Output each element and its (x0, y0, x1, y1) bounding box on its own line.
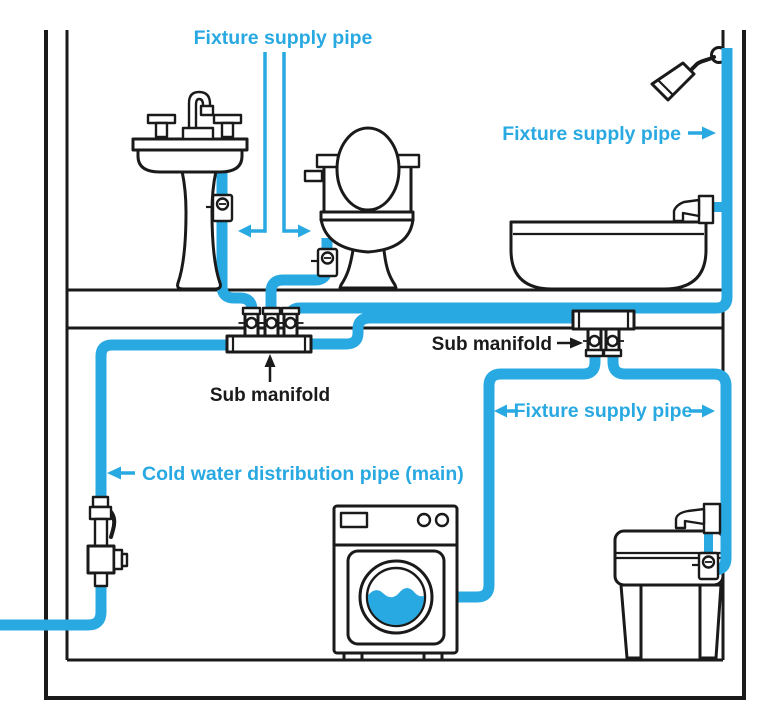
label-fixture-supply-laundry: Fixture supply pipe (514, 400, 693, 422)
pedestal-sink (131, 90, 249, 291)
valve-upper (88, 505, 113, 521)
sink-faucet-base (181, 126, 215, 141)
sub-manifold-1 (225, 306, 313, 354)
main-shutoff-valve (86, 495, 129, 588)
label-fixture-supply-shower: Fixture supply pipe (502, 123, 681, 145)
sink-handle-left-stem (154, 121, 169, 139)
label-cold-water-main: Cold water distribution pipe (main) (142, 463, 464, 485)
toilet-base (338, 248, 398, 290)
labels: Fixture supply pipe Fixture supply pipe … (107, 27, 716, 485)
laundry-supply-pipe (607, 345, 732, 576)
washer-knob-1 (416, 512, 432, 528)
toilet (303, 126, 421, 290)
label-sub-manifold-2: Sub manifold (432, 334, 552, 355)
arrowhead-top-right (298, 224, 311, 238)
laundry-faucet-assembly (674, 502, 722, 581)
laundry-leg-left (619, 583, 643, 660)
toilet-flush-handle (303, 169, 324, 183)
valve-bottom-stub (93, 571, 109, 588)
manifold1-body (225, 334, 313, 354)
shower-arm (687, 55, 716, 74)
shower-head (650, 61, 696, 102)
sink-handle-right-stem (220, 121, 235, 139)
leader-top-left (251, 52, 267, 233)
sink-faucet-tip (199, 104, 215, 117)
arrowhead-manifold-1 (264, 354, 276, 367)
manifold2-port-valves (583, 334, 624, 348)
cold-water-main-pipe (0, 339, 250, 631)
arrowhead-laundry-left (494, 404, 507, 418)
shower-face-line (656, 78, 674, 96)
sink-pedestal (176, 169, 222, 291)
leader-top-right (282, 52, 298, 233)
laundry-faucet-plate (702, 502, 722, 535)
label-fixture-supply-top: Fixture supply pipe (194, 27, 373, 49)
arrowhead-shower (702, 126, 716, 140)
tub-body (509, 220, 708, 291)
washing-machine (332, 504, 459, 662)
valve-side-small (120, 552, 129, 568)
tub-spout (672, 198, 701, 223)
sink-supply-pipe (216, 166, 258, 322)
toilet-tank-ear-right (396, 153, 421, 169)
tub-spout-plate (697, 194, 715, 225)
arrowhead-laundry-right (702, 404, 715, 418)
arrowhead-manifold-2 (570, 337, 583, 349)
washer-knob-2 (434, 512, 450, 528)
toilet-tank-ear-left (315, 153, 340, 169)
bathtub (509, 194, 715, 291)
washer-display (339, 511, 369, 529)
toilet-rim (319, 210, 415, 222)
laundry-faucet-spout (674, 507, 706, 530)
toilet-seat-lid (335, 126, 401, 212)
arrowhead-cold-main (107, 466, 121, 480)
laundry-faucet-stub (704, 526, 713, 556)
tub-spout-stub (710, 202, 723, 212)
valve-stem (93, 517, 109, 548)
shower (650, 55, 716, 102)
washer-water (368, 588, 424, 625)
toilet-bowl (319, 217, 415, 254)
valve-cap (91, 495, 110, 509)
valve-body (86, 544, 116, 575)
laundry-leg-right (698, 583, 723, 660)
sink-bowl (136, 148, 244, 174)
sink-counter (131, 137, 249, 152)
arrowhead-top-left (238, 224, 251, 238)
manifold2-body (571, 309, 636, 331)
outer-wall (44, 30, 746, 700)
washer-supply-pipe (448, 345, 601, 603)
manifold1-port-valves (238, 316, 304, 330)
sub-manifold-2 (571, 309, 636, 358)
laundry-shutoff-valve (692, 551, 720, 581)
manifold-feed-pipe (303, 312, 620, 350)
sink-shutoff-valve (206, 193, 234, 223)
toilet-shutoff-valve (311, 247, 339, 278)
label-sub-manifold-1: Sub manifold (210, 385, 330, 406)
